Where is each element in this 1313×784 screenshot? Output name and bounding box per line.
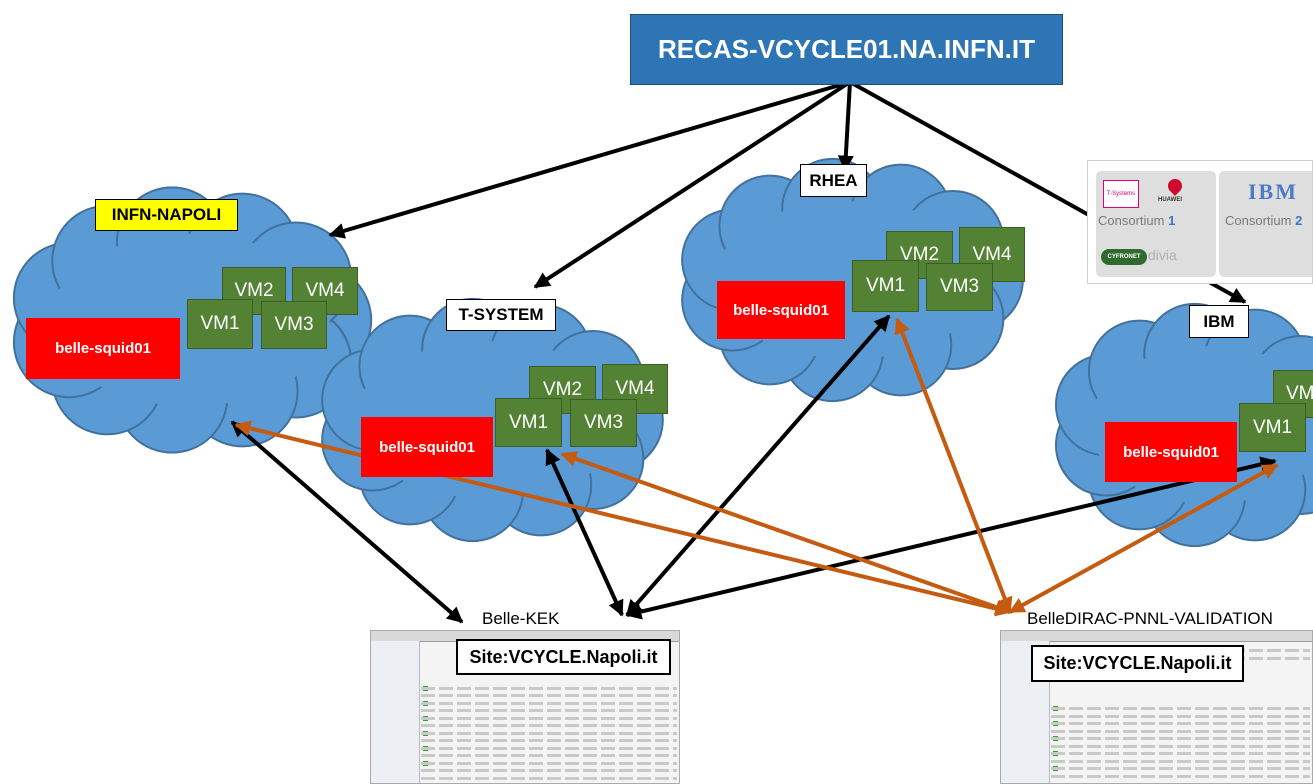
table-row [1051, 752, 1310, 755]
site-name-belledirac-pnnl: BelleDIRAC-PNNL-VALIDATION [1027, 609, 1273, 628]
consortium-logo-panel: T-Systems HUAWEI IBM Consortium 1 Consor… [1087, 160, 1313, 284]
table-row [421, 777, 677, 780]
cloud-label-rhea: RHEA [800, 164, 867, 197]
arrow-pnnl-ibm [1008, 463, 1279, 614]
squid-node-t-system: belle-squid01 [361, 417, 493, 477]
site-label-belledirac-pnnl: Site:VCYCLE.Napoli.it [1031, 645, 1244, 682]
vm1-ibm: VM1 [1239, 403, 1306, 452]
consortium-2-box [1219, 171, 1312, 277]
table-row [1051, 715, 1310, 718]
table-row [1051, 730, 1310, 733]
table-row [421, 747, 677, 750]
cloud-label-t-system: T-SYSTEM [446, 299, 556, 331]
table-row [421, 732, 677, 735]
main-node: RECAS-VCYCLE01.NA.INFN.IT [630, 14, 1063, 85]
arrow-pnnl-tsystem [560, 451, 1012, 615]
cyfronet-logo: CYFRONET [1101, 249, 1147, 265]
vm2-infn-napoli: VM2 [222, 267, 286, 315]
screenshot-toolbar [1001, 631, 1312, 642]
screenshot-sidebar [371, 641, 420, 783]
divia-logo: divia [1148, 247, 1177, 263]
table-row [1051, 745, 1310, 748]
table-row [421, 769, 677, 772]
table-row [1051, 760, 1310, 763]
table-row [1051, 707, 1310, 710]
vm3-infn-napoli: VM3 [261, 301, 327, 349]
huawei-logo: HUAWEI [1158, 197, 1182, 203]
squid-node-ibm: belle-squid01 [1105, 422, 1237, 482]
cloud-label-ibm: IBM [1189, 305, 1249, 338]
arrow-main-to-tsystem [533, 80, 852, 289]
table-row [1051, 737, 1310, 740]
arrow-main-to-infn [328, 80, 851, 239]
vm3-rhea: VM3 [926, 263, 993, 311]
table-row [1051, 722, 1310, 725]
cloud-label-infn-napoli: INFN-NAPOLI [95, 199, 238, 231]
table-row [421, 717, 677, 720]
table-row [421, 739, 677, 742]
consortium-2-number: 2 [1295, 213, 1303, 228]
squid-node-rhea: belle-squid01 [717, 281, 845, 339]
table-row [1051, 767, 1310, 770]
table-row [421, 762, 677, 765]
vm1-infn-napoli: VM1 [187, 299, 253, 349]
consortium-1-label: Consortium 1 [1098, 213, 1175, 228]
site-label-belle-kek: Site:VCYCLE.Napoli.it [456, 639, 671, 675]
vm1-rhea: VM1 [852, 260, 919, 312]
site-name-belle-kek: Belle-KEK [482, 609, 560, 628]
table-row [421, 754, 677, 757]
squid-node-infn-napoli: belle-squid01 [26, 318, 180, 379]
table-row [421, 702, 677, 705]
consortium-1-text: Consortium [1098, 213, 1165, 228]
vm3-t-system: VM3 [570, 399, 637, 447]
consortium-2-label: Consortium 2 [1225, 213, 1302, 228]
vm1-t-system: VM1 [495, 398, 562, 447]
table-row [421, 694, 677, 697]
table-row [421, 709, 677, 712]
arrow-pnnl-rhea [894, 317, 1013, 614]
arrow-main-to-rhea [837, 81, 854, 172]
ibm-logo: IBM [1248, 179, 1298, 204]
table-row [421, 724, 677, 727]
table-row [1051, 775, 1310, 778]
table-row [421, 687, 677, 690]
consortium-2-text: Consortium [1225, 213, 1292, 228]
tsystems-logo: T-Systems [1103, 180, 1139, 208]
consortium-1-number: 1 [1168, 213, 1176, 228]
